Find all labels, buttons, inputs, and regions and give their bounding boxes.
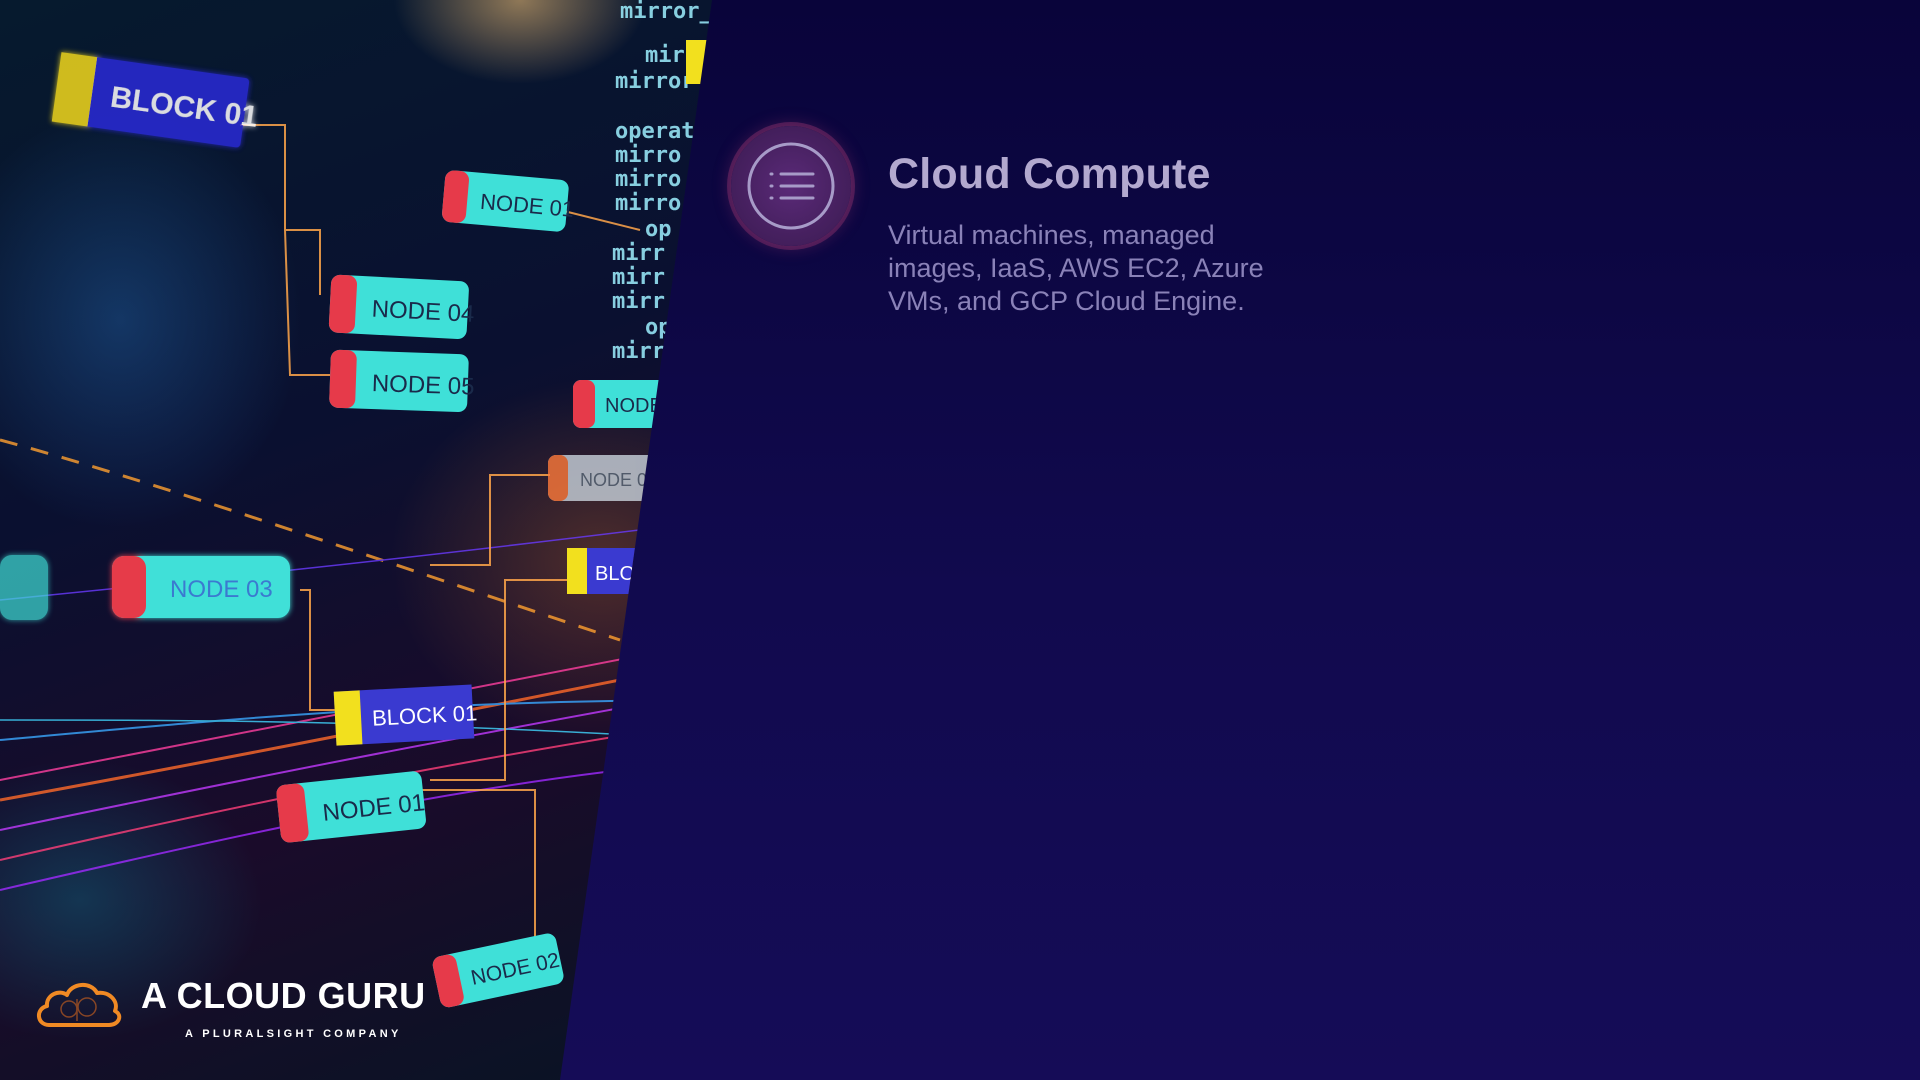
list-icon bbox=[747, 142, 835, 230]
feature-description: Virtual machines, managed images, IaaS, … bbox=[888, 220, 1264, 316]
code-fragments: mirror_ mirr mirror operat mirro mirro m… bbox=[612, 0, 713, 364]
node-label: NODE 04 bbox=[328, 274, 475, 340]
code-line: mirro bbox=[615, 167, 681, 192]
node-label: NODE 01 bbox=[442, 170, 575, 232]
network-diagram-image: mirror_ mirr mirror operat mirro mirro m… bbox=[0, 0, 713, 1080]
code-line: mirr bbox=[612, 339, 665, 364]
brand-tagline: A PLURALSIGHT COMPANY bbox=[185, 1028, 402, 1040]
brand-name: A CLOUD GURU bbox=[141, 975, 426, 1016]
block-label: BLOCK 01 bbox=[51, 52, 260, 148]
node-fragment bbox=[0, 555, 48, 620]
connector-lines bbox=[240, 124, 641, 971]
feature-title: Cloud Compute bbox=[888, 150, 1211, 198]
node-label: NODE 05 bbox=[329, 349, 475, 413]
list-icon-badge bbox=[731, 126, 851, 246]
code-line: operat bbox=[615, 119, 694, 144]
node-label-text: NODE 03 bbox=[170, 576, 273, 603]
node-label-text: NODE 05 bbox=[371, 370, 475, 401]
node-label-text: NODE bbox=[605, 395, 663, 417]
code-line: mirr bbox=[612, 265, 665, 290]
code-line: mirror_ bbox=[620, 0, 713, 24]
node-label-text: NODE 04 bbox=[371, 296, 475, 328]
node-label: NODE 03 bbox=[112, 556, 290, 618]
code-line: mirr bbox=[612, 289, 665, 314]
code-line: mirro bbox=[615, 191, 681, 216]
code-line: mirro bbox=[615, 143, 681, 168]
node-label: NODE 02 bbox=[432, 933, 564, 1008]
block-label: BLOCK 01 bbox=[333, 684, 478, 746]
brand-logo: A CLOUD GURU A PLURALSIGHT COMPANY bbox=[33, 975, 433, 1045]
code-line: mirror bbox=[615, 69, 694, 94]
code-line: mirr bbox=[612, 241, 665, 266]
network-diagram-art: mirror_ mirr mirror operat mirro mirro m… bbox=[0, 0, 713, 1008]
cloud-logo-icon bbox=[37, 983, 122, 1027]
code-line: op bbox=[645, 217, 672, 242]
node-label-text: NODE 0 bbox=[580, 470, 647, 490]
node-label: NODE 01 bbox=[276, 771, 426, 843]
block-label-text: BLOCK 01 bbox=[371, 700, 477, 730]
